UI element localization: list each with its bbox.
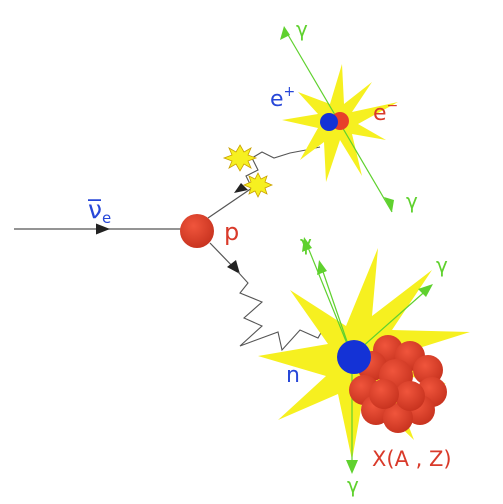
arrow-head-icon	[96, 223, 110, 235]
positron-label: e+	[270, 84, 295, 112]
small-flash-1	[222, 144, 258, 172]
gamma-arrow-icon	[346, 460, 358, 474]
gamma-arrow-icon	[384, 197, 394, 212]
small-flash-2	[242, 172, 274, 198]
gamma-label-capture-right: γ	[436, 253, 448, 277]
gamma-arrow-icon	[418, 284, 433, 297]
gamma-arrow-icon	[302, 237, 312, 252]
gamma-label-bottom: γ	[347, 473, 359, 497]
nucleus-label: X(A , Z)	[372, 447, 452, 471]
gamma-label-left: γ	[300, 231, 312, 255]
antineutrino-track	[14, 223, 184, 235]
arrow-head-icon	[234, 183, 248, 193]
neutron-label: n	[286, 363, 300, 388]
positron-track	[207, 146, 321, 219]
gamma-label-top: γ	[296, 17, 308, 41]
antineutrino-label: ν̅e	[88, 195, 111, 227]
proton-particle	[180, 214, 214, 248]
positron-particle	[320, 113, 338, 131]
gamma-arrow-icon	[317, 260, 327, 275]
gamma-arrow-icon	[280, 26, 290, 40]
electron-label: e−	[373, 98, 398, 126]
nucleus-cluster	[349, 335, 447, 433]
neutron-particle	[337, 340, 371, 374]
proton-label: p	[224, 218, 239, 246]
arrow-head-icon	[227, 260, 240, 274]
gamma-label-right: γ	[406, 189, 418, 213]
